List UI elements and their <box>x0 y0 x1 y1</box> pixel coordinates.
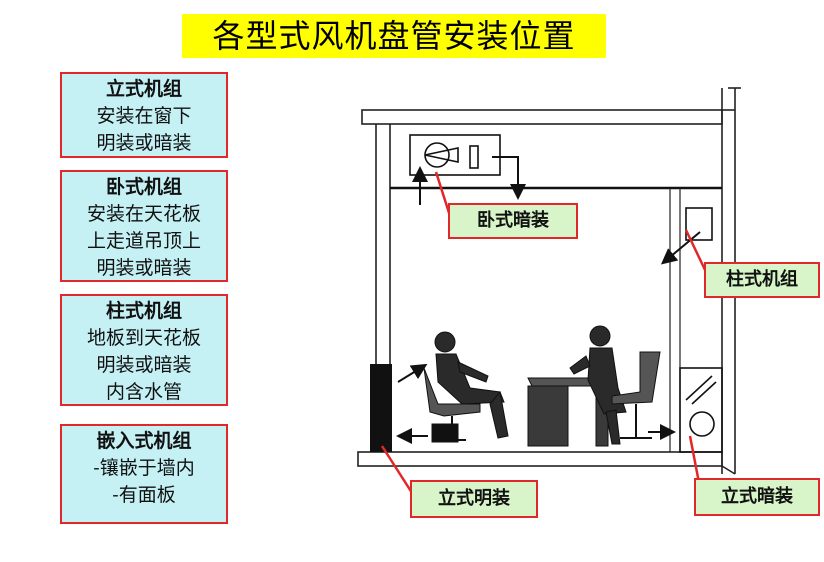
callout-vertical-concealed: 立式暗装 <box>694 478 820 516</box>
card-line: 明装或暗装 <box>96 132 192 154</box>
office-scene <box>423 325 661 447</box>
exposed-supply-arrow <box>397 363 428 383</box>
supply-air-arrow <box>492 156 526 200</box>
card-title: 柱式机组 <box>105 300 182 322</box>
concealed-vertical-unit <box>679 367 723 453</box>
callout-leaders <box>380 171 708 497</box>
card-title: 立式机组 <box>105 78 182 100</box>
card-line: 安装在窗下 <box>96 105 192 127</box>
callout-vertical-exposed: 立式明装 <box>410 480 538 518</box>
card-line: -镶嵌于墙内 <box>93 457 195 479</box>
card-title: 嵌入式机组 <box>96 430 192 452</box>
column-air-arrow <box>660 231 701 265</box>
card-line: 明装或暗装 <box>96 354 192 376</box>
card-horizontal-unit: 卧式机组 安装在天花板 上走道吊顶上 明装或暗装 <box>60 170 228 282</box>
card-title: 卧式机组 <box>105 176 182 198</box>
callout-horizontal-concealed: 卧式暗装 <box>448 203 578 239</box>
card-line: -有面板 <box>112 484 176 506</box>
card-line: 内含水管 <box>105 381 182 403</box>
exposed-vertical-unit <box>370 364 392 452</box>
card-line: 明装或暗装 <box>96 257 192 279</box>
card-line: 安装在天花板 <box>86 203 201 225</box>
card-column-unit: 柱式机组 地板到天花板 明装或暗装 内含水管 <box>60 294 228 406</box>
ceiling-fan-coil-unit <box>409 134 501 176</box>
card-line: 地板到天花板 <box>86 327 201 349</box>
callout-column-unit: 柱式机组 <box>704 262 820 298</box>
card-vertical-unit: 立式机组 安装在窗下 明装或暗装 <box>60 72 228 158</box>
card-line: 上走道吊顶上 <box>86 230 201 252</box>
card-embedded-unit: 嵌入式机组 -镶嵌于墙内 -有面板 <box>60 424 228 524</box>
page-title: 各型式风机盘管安装位置 <box>182 14 606 58</box>
column-fan-coil-unit <box>685 207 713 241</box>
